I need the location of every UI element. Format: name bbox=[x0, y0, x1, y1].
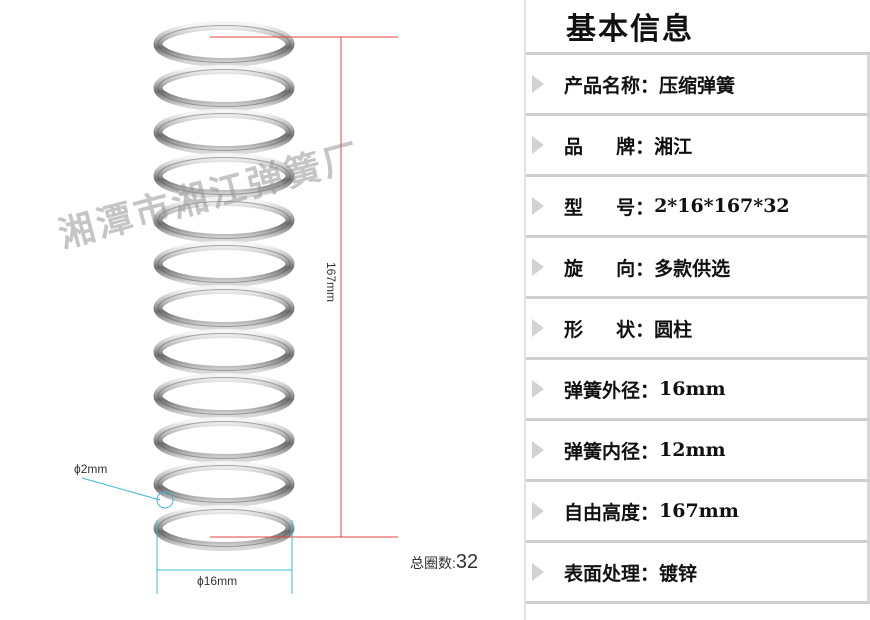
info-row: 产品名称： 压缩弹簧 bbox=[526, 55, 870, 116]
info-row: 弹簧内径： 12mm bbox=[526, 421, 870, 482]
info-label: 弹簧内径： bbox=[564, 440, 660, 463]
wire-leader-line bbox=[81, 477, 161, 501]
play-arrow-icon bbox=[532, 258, 544, 276]
info-row: 表面处理： 镀锌 bbox=[526, 543, 870, 604]
info-value: 压缩弹簧 bbox=[659, 74, 736, 97]
play-arrow-icon bbox=[532, 563, 544, 581]
info-row: 自由高度： 167mm bbox=[526, 482, 870, 543]
info-label: 表面处理： bbox=[564, 562, 660, 585]
info-row: 形 状： 圆柱 bbox=[526, 299, 870, 360]
info-row: 旋 向： 多款供选 bbox=[526, 238, 870, 299]
spring-coil-outline bbox=[157, 465, 291, 503]
info-row: 品 牌： 湘江 bbox=[526, 116, 870, 177]
wire-circle bbox=[156, 491, 174, 509]
spring-coil-outline bbox=[157, 25, 291, 63]
basic-info-panel: 基本信息 产品名称： 压缩弹簧 品 牌： 湘江 型 号： 2*16*167*32… bbox=[526, 0, 870, 620]
spring-diagram: 湘潭市湘江弹簧厂 167mm ϕ2mm ϕ16mm 总圈数:32 bbox=[54, 21, 478, 594]
info-value: 镀锌 bbox=[659, 562, 698, 585]
play-arrow-icon bbox=[532, 319, 544, 337]
info-row: 型 号： 2*16*167*32 bbox=[526, 177, 870, 238]
info-label: 产品名称： bbox=[564, 74, 660, 97]
spring-coil-outline bbox=[157, 69, 291, 107]
info-label: 型 号： bbox=[564, 196, 655, 219]
height-dimension-label: 167mm bbox=[324, 262, 338, 303]
spring-coil-outline bbox=[157, 113, 291, 151]
info-value: 12mm bbox=[659, 439, 726, 461]
play-arrow-icon bbox=[532, 136, 544, 154]
spring-illustration bbox=[81, 21, 398, 594]
total-coils-label: 总圈数: bbox=[410, 555, 456, 571]
play-arrow-icon bbox=[532, 380, 544, 398]
info-label: 旋 向： bbox=[564, 257, 655, 280]
total-coils-value: 32 bbox=[455, 551, 479, 573]
spring-coils bbox=[153, 21, 295, 551]
info-rows: 产品名称： 压缩弹簧 品 牌： 湘江 型 号： 2*16*167*32 旋 向：… bbox=[526, 55, 870, 604]
info-label: 形 状： bbox=[564, 318, 655, 341]
spring-coil-outline bbox=[157, 245, 291, 283]
play-arrow-icon bbox=[532, 502, 544, 520]
basic-info-title: 基本信息 bbox=[566, 12, 694, 47]
info-value: 2*16*167*32 bbox=[654, 195, 790, 217]
spring-coil-outline bbox=[157, 509, 291, 547]
play-arrow-icon bbox=[532, 75, 544, 93]
info-label: 品 牌： bbox=[564, 135, 655, 158]
spring-coil-outline bbox=[157, 421, 291, 459]
spring-coil-outline bbox=[157, 201, 291, 239]
spring-coil-outline bbox=[157, 377, 291, 415]
spring-coil-outline bbox=[157, 333, 291, 371]
basic-info-header: 基本信息 bbox=[526, 0, 870, 55]
info-value: 圆柱 bbox=[654, 318, 693, 341]
panel-divider bbox=[524, 0, 526, 620]
info-label: 弹簧外径： bbox=[564, 379, 660, 402]
play-arrow-icon bbox=[532, 197, 544, 215]
spring-coil-outline bbox=[157, 289, 291, 327]
info-value: 16mm bbox=[659, 378, 726, 400]
wire-diameter-label: ϕ2mm bbox=[74, 462, 108, 476]
info-value: 167mm bbox=[659, 500, 739, 522]
play-arrow-icon bbox=[532, 441, 544, 459]
info-value: 湘江 bbox=[654, 135, 693, 158]
info-row: 弹簧外径： 16mm bbox=[526, 360, 870, 421]
outer-diameter-label: ϕ16mm bbox=[197, 574, 238, 588]
info-label: 自由高度： bbox=[564, 501, 660, 524]
total-coils: 总圈数:32 bbox=[410, 551, 478, 574]
spring-coil-outline bbox=[157, 157, 291, 195]
info-value: 多款供选 bbox=[654, 257, 731, 280]
